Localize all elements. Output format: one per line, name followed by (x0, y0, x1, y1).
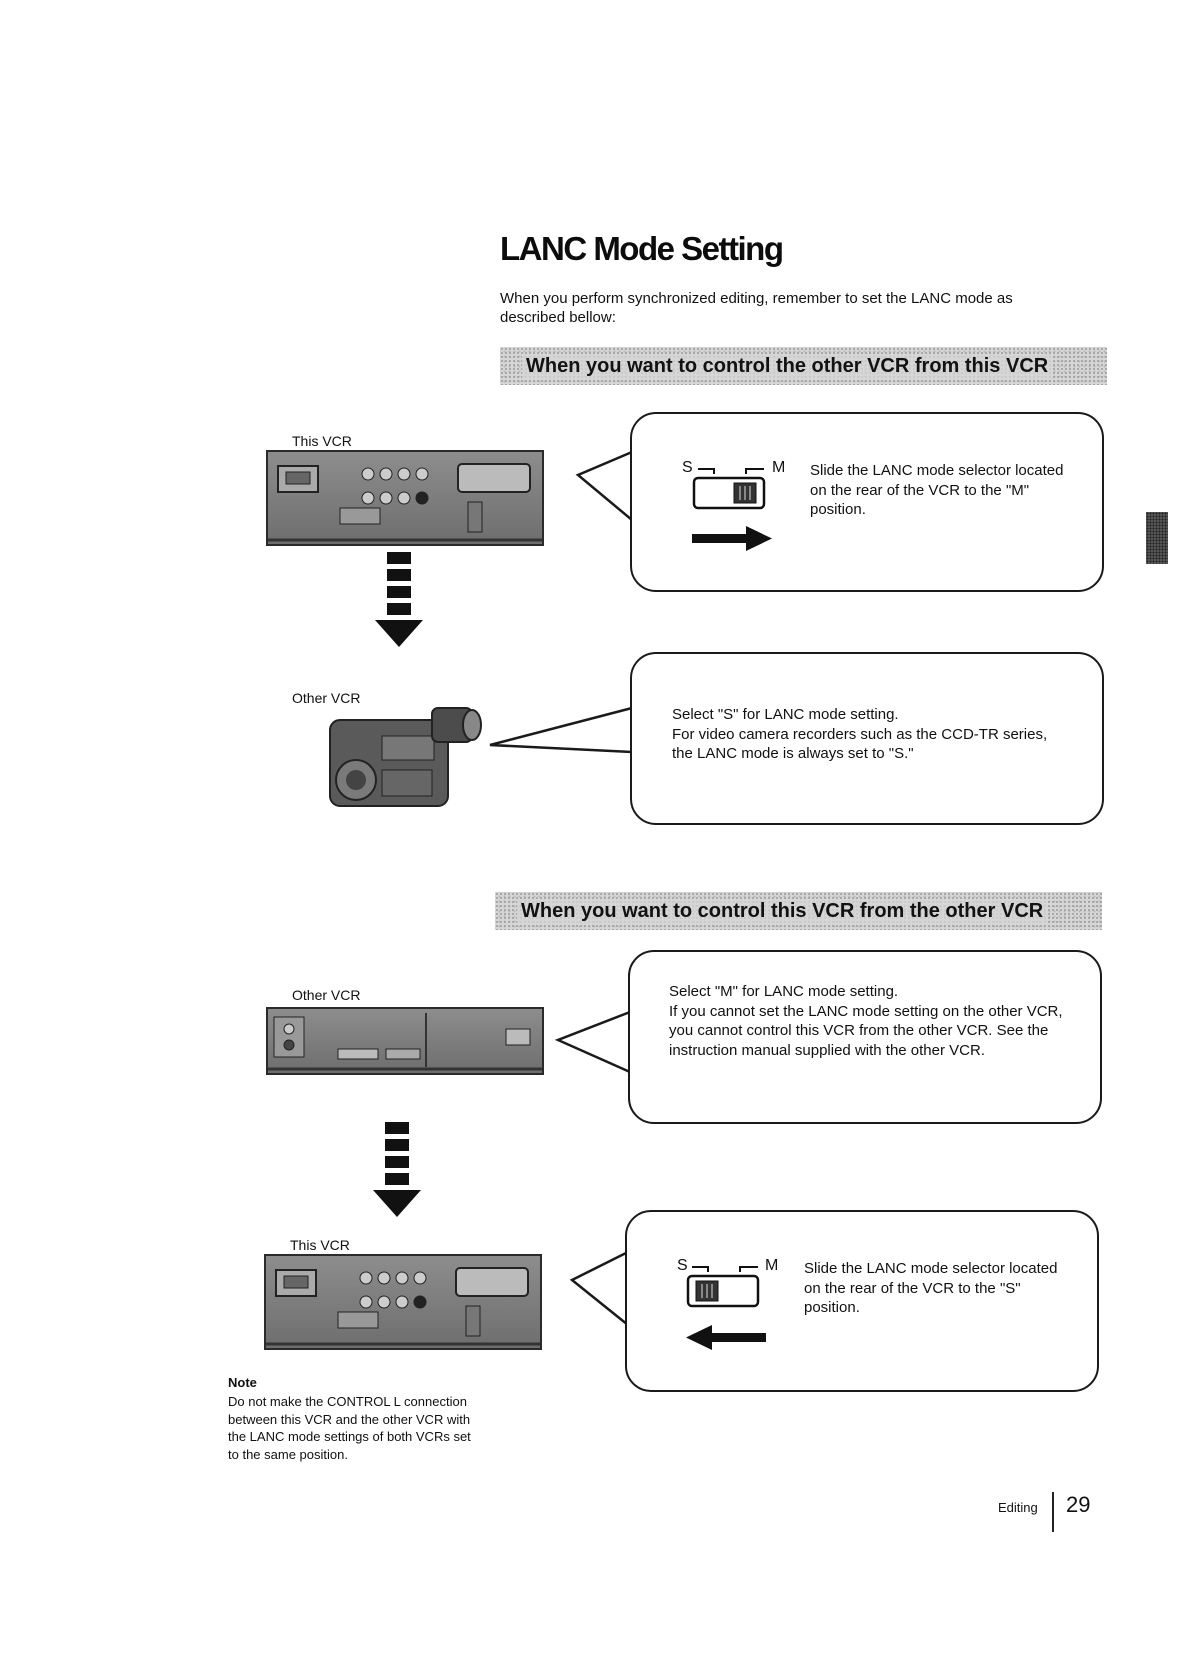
vcr-rear-panel-icon (266, 1267, 540, 1346)
down-arrow-icon (373, 1122, 421, 1217)
section1-callout-s-box (630, 652, 1104, 825)
section2-this-vcr-label: This VCR (290, 1237, 350, 1253)
section1-callout-s-line1: Select "S" for LANC mode setting. (672, 706, 899, 723)
section2-other-vcr-image (266, 1007, 544, 1075)
section2-callout-m-line2: If you cannot set the LANC mode setting … (669, 1002, 1063, 1059)
vcr-rear-panel-icon (268, 463, 542, 542)
down-arrow-icon (375, 552, 423, 647)
section2-heading-band: When you want to control this VCR from t… (495, 892, 1102, 930)
section1-callout-s-text: Select "S" for LANC mode setting. For vi… (672, 705, 1072, 764)
section1-other-vcr-label: Other VCR (292, 690, 361, 706)
section2-other-vcr-label: Other VCR (292, 987, 361, 1003)
section2-callout-m-box (628, 950, 1102, 1124)
section2-callout-m-line1: Select "M" for LANC mode setting. (669, 983, 899, 1000)
chapter-edge-tab (1146, 512, 1168, 564)
arrow-left-icon (686, 1325, 766, 1350)
vcr-front-panel-icon (268, 1013, 542, 1071)
intro-text: When you perform synchronized editing, r… (500, 290, 1013, 326)
camcorder-icon (329, 707, 482, 807)
section1-callout-s-line2: For video camera recorders such as the C… (672, 725, 1048, 763)
section2-this-vcr-image (264, 1254, 542, 1350)
section1-heading: When you want to control the other VCR f… (522, 354, 1053, 378)
page-title: LANC Mode Setting (500, 230, 784, 267)
section2-callout-m-text: Select "M" for LANC mode setting. If you… (669, 982, 1074, 1060)
page-number: 29 (1066, 1492, 1091, 1517)
section1-callout-m-text: Slide the LANC mode selector located on … (810, 462, 1064, 518)
section1-heading-band: When you want to control the other VCR f… (500, 347, 1107, 385)
footer-divider (1052, 1492, 1054, 1532)
lanc-switch-s-icon (686, 1266, 760, 1308)
switch-label-m: M (772, 459, 786, 476)
section2-callout-s-text: Slide the LANC mode selector located on … (804, 1260, 1058, 1316)
note-title: Note (228, 1375, 257, 1390)
switch-label-s: S (682, 459, 693, 476)
switch-label-s: S (677, 1257, 688, 1274)
switch-label-m: M (765, 1257, 779, 1274)
section2-heading: When you want to control this VCR from t… (517, 899, 1048, 923)
arrow-right-icon (692, 526, 772, 551)
footer-section-name: Editing (998, 1500, 1038, 1515)
note-text: Do not make the CONTROL L connection bet… (228, 1394, 471, 1462)
section1-this-vcr-label: This VCR (292, 433, 352, 449)
section1-this-vcr-image (266, 450, 544, 546)
lanc-switch-m-icon (692, 468, 766, 510)
